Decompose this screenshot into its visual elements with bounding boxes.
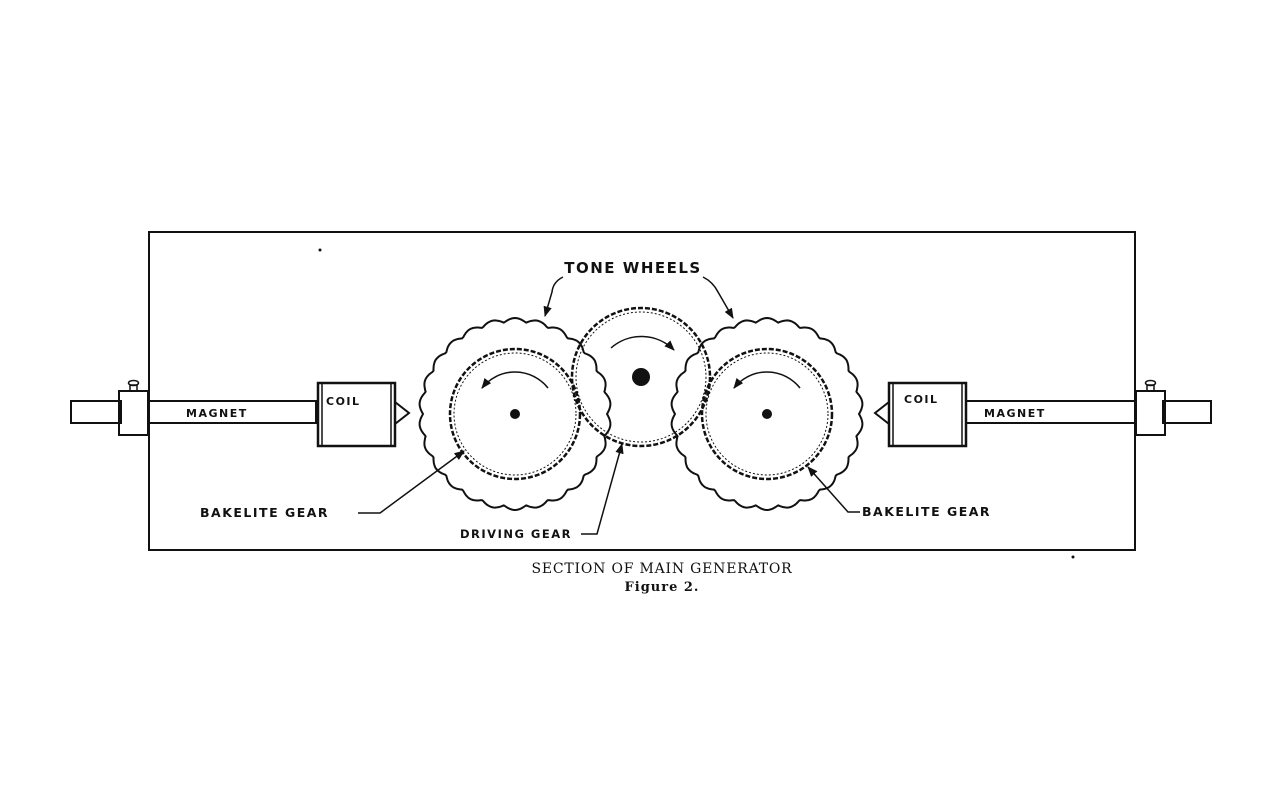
diagram-caption-figure: Figure 2. — [625, 580, 700, 595]
diagram-caption-title: SECTION OF MAIN GENERATOR — [531, 561, 792, 577]
housing-dot-mark — [318, 248, 322, 252]
driving-rotation-arrow — [610, 335, 675, 351]
tone-wheels-leader-left — [543, 276, 564, 318]
left-rotation-arrow — [481, 371, 549, 389]
left-clamp-block — [118, 390, 149, 436]
right-gear-hub — [762, 409, 772, 419]
right-pole-tip — [873, 401, 890, 425]
generator-housing — [148, 231, 1136, 551]
right-shaft-stub — [1162, 400, 1212, 424]
bakelite-gear-left-label: BAKELITE GEAR — [200, 505, 329, 520]
coil-right-label: COIL — [904, 393, 939, 406]
magnet-right-label: MAGNET — [984, 407, 1046, 420]
coil-left-label: COIL — [326, 395, 361, 408]
right-clamp-block — [1135, 390, 1166, 436]
right-magnet-assembly: COIL MAGNET — [873, 379, 1212, 448]
right-rotation-arrow — [733, 371, 801, 389]
bakelite-gear-left-leader — [358, 450, 465, 514]
left-coil-body — [316, 381, 397, 448]
left-magnet-bar — [147, 400, 317, 424]
driving-gear-label: DRIVING GEAR — [460, 527, 572, 541]
stray-dot-mark — [1071, 555, 1075, 559]
right-clamp-screw-head — [1144, 379, 1157, 387]
bakelite-gear-right-leader — [807, 466, 860, 513]
tone-wheels-leader-right — [702, 276, 734, 319]
left-magnet-assembly: MAGNET COIL — [70, 379, 411, 448]
right-bakelite-gear — [700, 347, 834, 481]
left-tone-wheel — [418, 316, 612, 512]
magnet-left-label: MAGNET — [186, 407, 248, 420]
driving-gear-leader — [581, 442, 624, 535]
tone-wheels-label: TONE WHEELS — [564, 259, 701, 277]
driving-gear — [570, 306, 712, 448]
left-shaft-stub — [70, 400, 122, 424]
left-pole-tip — [394, 401, 411, 425]
left-gear-hub — [510, 409, 520, 419]
driving-gear-hub — [632, 368, 650, 386]
right-tone-wheel — [670, 316, 864, 512]
left-bakelite-gear — [448, 347, 582, 481]
left-clamp-screw-head — [127, 379, 140, 387]
bakelite-gear-right-label: BAKELITE GEAR — [862, 504, 991, 519]
